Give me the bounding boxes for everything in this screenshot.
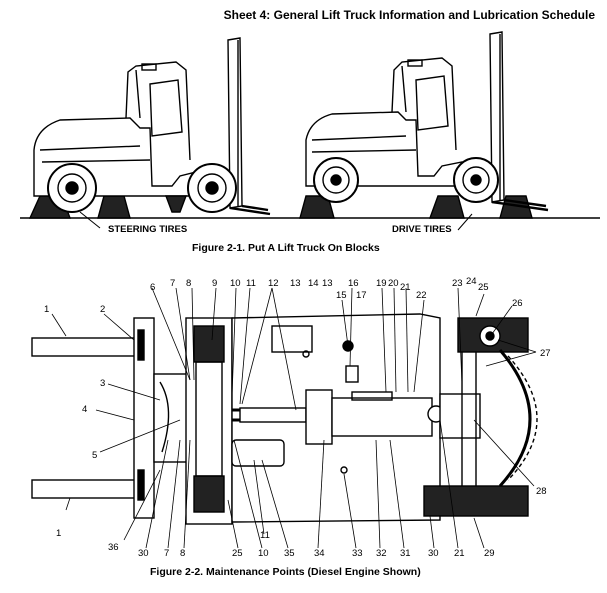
block-right-2	[429, 195, 465, 219]
callout-13b: 13	[322, 278, 333, 289]
callout-labels: 1 2 3 4 5 1 6 7 8 9 10 11 12 13 14 13 15…	[44, 276, 551, 559]
callout-8-bottom: 8	[180, 548, 185, 559]
callout-11-bottom: 11	[260, 530, 270, 541]
callout-25-bottom: 25	[232, 548, 243, 559]
callout-7-top: 7	[170, 278, 175, 289]
engine	[305, 389, 333, 445]
callout-21-bottom: 21	[454, 548, 465, 559]
tire-bottom-left	[193, 475, 225, 513]
callout-8-top: 8	[186, 278, 191, 289]
callout-3: 3	[100, 378, 105, 389]
callout-10-bottom: 10	[258, 548, 269, 559]
callout-1-top: 1	[44, 304, 49, 315]
callout-7-bottom: 7	[164, 548, 169, 559]
sheet-title: Sheet 4: General Lift Truck Information …	[223, 8, 595, 22]
right-truck	[299, 31, 549, 219]
figure-2-1-caption: Figure 2-1. Put A Lift Truck On Blocks	[192, 242, 380, 254]
callout-12: 12	[268, 278, 279, 289]
callout-29: 29	[484, 548, 495, 559]
drive-tires-label: DRIVE TIRES	[392, 224, 452, 235]
callout-17: 17	[356, 290, 367, 301]
callout-4: 4	[82, 404, 87, 415]
callout-21-top: 21	[400, 282, 411, 293]
callout-30-right: 30	[428, 548, 439, 559]
callout-15: 15	[336, 290, 347, 301]
fork-upper	[31, 337, 137, 357]
left-truck	[28, 37, 271, 219]
callout-34: 34	[314, 548, 325, 559]
callout-9: 9	[212, 278, 217, 289]
callout-19: 19	[376, 278, 387, 289]
callout-25-top: 25	[478, 282, 489, 293]
callout-30-left: 30	[138, 548, 149, 559]
callout-35: 35	[284, 548, 295, 559]
callout-31: 31	[400, 548, 411, 559]
callout-24: 24	[466, 276, 477, 287]
callout-2: 2	[100, 304, 105, 315]
callout-32: 32	[376, 548, 387, 559]
transmission	[439, 393, 481, 439]
steering-tires-label: STEERING TIRES	[108, 224, 188, 235]
fork-lower	[31, 479, 137, 499]
callout-22: 22	[416, 290, 427, 301]
callout-13a: 13	[290, 278, 301, 289]
drive-tire-top	[457, 317, 529, 353]
tire-top-left	[193, 325, 225, 363]
callout-16: 16	[348, 278, 359, 289]
callout-36: 36	[108, 542, 119, 553]
callout-6: 6	[150, 282, 155, 293]
callout-33: 33	[352, 548, 363, 559]
callout-20: 20	[388, 278, 399, 289]
figure-2-2-caption: Figure 2-2. Maintenance Points (Diesel E…	[150, 566, 421, 578]
callout-5: 5	[92, 450, 97, 461]
drive-tire-bottom	[423, 485, 529, 517]
fuel-tank	[231, 439, 285, 467]
callout-23: 23	[452, 278, 463, 289]
callout-28: 28	[536, 486, 547, 497]
callout-14: 14	[308, 278, 319, 289]
callout-27: 27	[540, 348, 551, 359]
driveshaft	[239, 407, 307, 423]
callout-10-top: 10	[230, 278, 241, 289]
callout-1-bottom: 1	[56, 528, 61, 539]
callout-11-top: 11	[246, 278, 256, 289]
callout-26: 26	[512, 298, 523, 309]
